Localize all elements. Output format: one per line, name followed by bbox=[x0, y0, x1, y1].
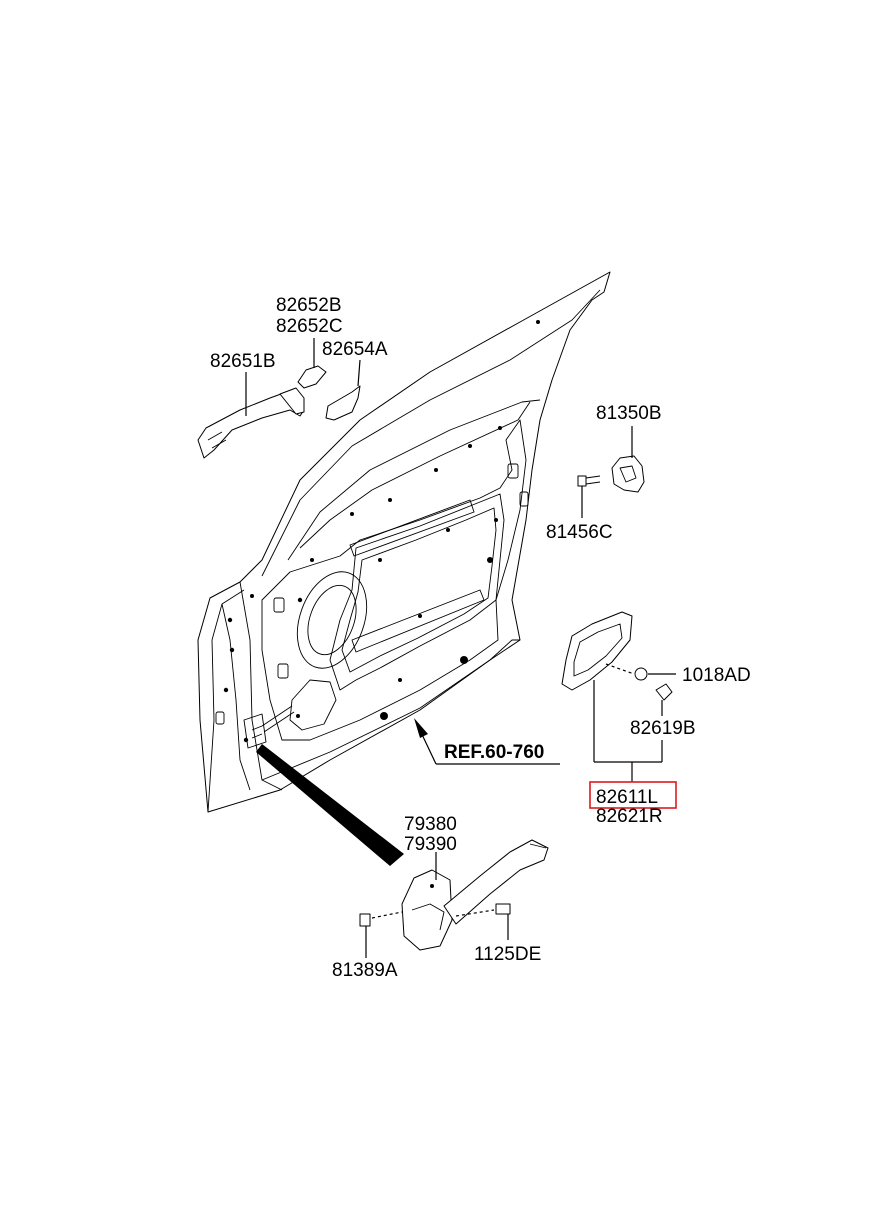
leader-wedge bbox=[256, 744, 404, 866]
door-checker-drawing bbox=[401, 839, 549, 951]
screw-1018ad-drawing bbox=[605, 663, 648, 681]
bolt-1125de-drawing bbox=[455, 903, 511, 917]
label-82654a[interactable]: 82654A bbox=[322, 339, 388, 360]
label-81350b[interactable]: 81350B bbox=[596, 403, 662, 424]
label-79380[interactable]: 79380 bbox=[404, 814, 457, 835]
ref-label[interactable]: REF.60-760 bbox=[444, 742, 544, 763]
label-82652b[interactable]: 82652B bbox=[276, 295, 342, 316]
label-82619b[interactable]: 82619B bbox=[630, 718, 696, 739]
label-79390[interactable]: 79390 bbox=[404, 834, 457, 855]
cap-82619b-drawing bbox=[655, 683, 673, 701]
label-82652c[interactable]: 82652C bbox=[276, 316, 343, 337]
label-1125de[interactable]: 1125DE bbox=[474, 944, 541, 965]
label-1018ad[interactable]: 1018AD bbox=[682, 665, 751, 686]
label-82651b[interactable]: 82651B bbox=[210, 351, 276, 372]
bolt-81389a-drawing bbox=[359, 911, 403, 927]
highlight-box bbox=[589, 781, 677, 809]
label-82611l[interactable]: 82611L bbox=[596, 787, 658, 808]
label-81456c[interactable]: 81456C bbox=[546, 522, 613, 543]
leader-lines bbox=[245, 338, 676, 958]
label-81389a[interactable]: 81389A bbox=[332, 960, 398, 981]
handle-cover-drawing bbox=[297, 365, 327, 389]
label-82621r[interactable]: 82621R bbox=[596, 806, 663, 827]
outside-handle-drawing bbox=[197, 387, 305, 459]
cover-82654a-drawing bbox=[325, 385, 361, 421]
door-panel-drawing bbox=[197, 271, 611, 813]
bolt-81456c-drawing bbox=[577, 475, 601, 487]
striker-drawing bbox=[611, 455, 645, 493]
inside-handle-drawing bbox=[561, 611, 633, 691]
